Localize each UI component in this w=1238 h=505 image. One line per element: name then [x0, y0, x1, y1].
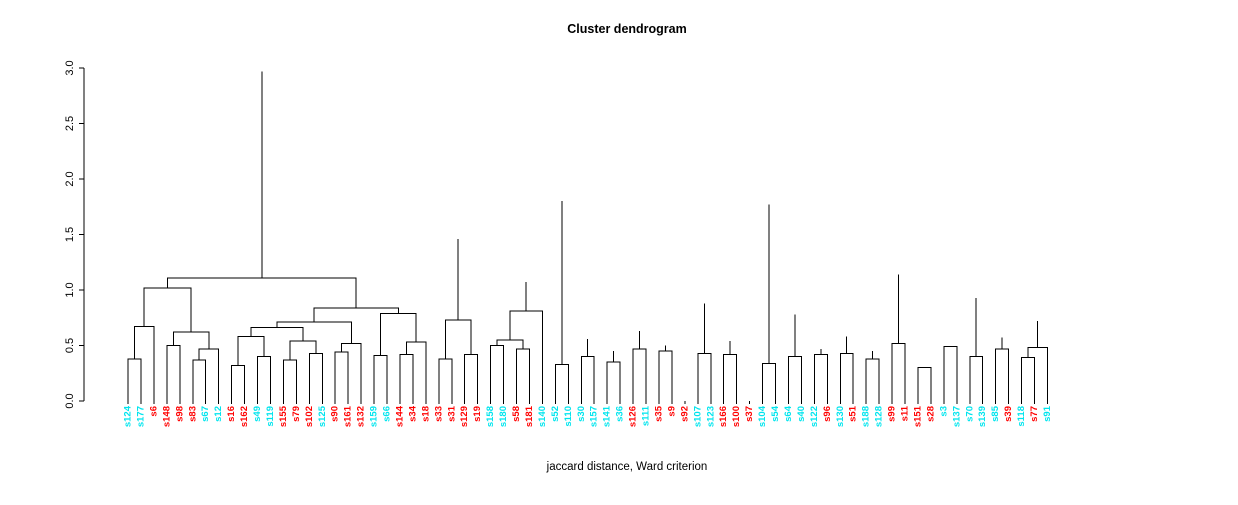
leaf-label-s67[interactable]: s67	[200, 406, 211, 422]
leaf-label-s98[interactable]: s98	[174, 406, 185, 422]
y-axis-tick-label: 2.5	[64, 116, 76, 131]
y-axis: 0.0 0.5 1.0 1.5 2.0 2.5 3.0	[64, 60, 85, 409]
leaf-label-s85[interactable]: s85	[990, 405, 1001, 422]
leaf-label-s77[interactable]: s77	[1029, 406, 1040, 422]
leaf-label-s30[interactable]: s30	[576, 406, 587, 422]
leaf-label-s130[interactable]: s130	[835, 406, 846, 427]
leaf-label-s177[interactable]: s177	[135, 406, 146, 427]
leaf-label-s162[interactable]: s162	[239, 406, 250, 427]
leaf-label-s96[interactable]: s96	[822, 406, 833, 422]
leaf-label-s35[interactable]: s35	[653, 405, 664, 422]
leaf-label-s119[interactable]: s119	[265, 406, 276, 427]
leaf-label-s19[interactable]: s19	[472, 406, 483, 422]
leaf-label-s9[interactable]: s9	[666, 406, 677, 417]
leaf-label-s107[interactable]: s107	[692, 406, 703, 427]
leaf-label-s92[interactable]: s92	[679, 406, 690, 422]
leaf-label-s129[interactable]: s129	[459, 406, 470, 427]
leaf-label-s144[interactable]: s144	[394, 405, 405, 427]
leaf-label-s124[interactable]: s124	[123, 405, 134, 427]
leaf-label-s3[interactable]: s3	[938, 406, 949, 417]
leaf-label-s128[interactable]: s128	[874, 406, 885, 427]
leaf-label-s159[interactable]: s159	[369, 406, 380, 427]
leaf-label-s79[interactable]: s79	[291, 406, 302, 422]
leaf-label-s122[interactable]: s122	[809, 406, 820, 427]
leaf-label-s33[interactable]: s33	[433, 406, 444, 422]
leaf-label-s36[interactable]: s36	[615, 406, 626, 422]
leaf-label-s188[interactable]: s188	[861, 406, 872, 427]
leaf-label-s140[interactable]: s140	[537, 406, 548, 427]
leaf-label-s141[interactable]: s141	[602, 405, 613, 427]
leaf-label-s110[interactable]: s110	[563, 406, 574, 427]
leaf-label-s166[interactable]: s166	[718, 406, 729, 427]
leaf-label-s161[interactable]: s161	[343, 405, 354, 427]
leaf-label-s12[interactable]: s12	[213, 406, 224, 422]
y-axis-tick-label: 0.0	[64, 393, 76, 408]
leaf-label-s125[interactable]: s125	[317, 405, 328, 427]
leaf-label-s148[interactable]: s148	[161, 406, 172, 427]
leaf-label-s90[interactable]: s90	[330, 406, 341, 422]
leaf-label-s180[interactable]: s180	[498, 406, 509, 427]
leaf-label-s104[interactable]: s104	[757, 405, 768, 427]
leaf-label-s49[interactable]: s49	[252, 406, 263, 422]
leaf-label-s91[interactable]: s91	[1042, 405, 1053, 422]
leaf-label-s123[interactable]: s123	[705, 406, 716, 427]
leaf-label-s31[interactable]: s31	[446, 405, 457, 422]
leaf-label-s100[interactable]: s100	[731, 406, 742, 427]
page-title: Cluster dendrogram	[567, 22, 686, 36]
leaf-label-s34[interactable]: s34	[407, 405, 418, 422]
leaf-label-s151[interactable]: s151	[912, 405, 923, 427]
leaf-label-s58[interactable]: s58	[511, 406, 522, 422]
leaf-label-s40[interactable]: s40	[796, 406, 807, 422]
y-axis-tick-label: 2.0	[64, 171, 76, 186]
y-axis-tick-label: 3.0	[64, 60, 76, 75]
dendrogram-links	[0, 71, 1048, 401]
y-axis-tick-label: 1.5	[64, 227, 76, 242]
leaf-label-s111[interactable]: s111	[641, 405, 652, 426]
leaf-label-s155[interactable]: s155	[278, 405, 289, 427]
leaf-label-s126[interactable]: s126	[628, 406, 639, 427]
leaf-label-s157[interactable]: s157	[589, 406, 600, 427]
dendrogram-branch	[943, 346, 958, 401]
leaf-label-s158[interactable]: s158	[485, 406, 496, 427]
leaf-label-s6[interactable]: s6	[148, 406, 159, 417]
leaf-label-s64[interactable]: s64	[783, 405, 794, 422]
y-axis-tick-label: 0.5	[64, 338, 76, 353]
leaf-label-s11[interactable]: s11	[900, 405, 911, 421]
leaf-label-s51[interactable]: s51	[848, 405, 859, 422]
leaf-label-s102[interactable]: s102	[304, 406, 315, 427]
dendrogram-branch	[917, 367, 932, 401]
leaf-label-s52[interactable]: s52	[550, 406, 561, 422]
y-axis-tick-label: 1.0	[64, 282, 76, 297]
leaf-label-s66[interactable]: s66	[382, 406, 393, 422]
leaf-label-s16[interactable]: s16	[226, 406, 237, 422]
leaf-label-s54[interactable]: s54	[770, 405, 781, 422]
leaf-label-s39[interactable]: s39	[1003, 406, 1014, 422]
leaf-label-s118[interactable]: s118	[1016, 406, 1027, 427]
leaf-label-s181[interactable]: s181	[524, 405, 535, 427]
leaf-label-s139[interactable]: s139	[977, 406, 988, 427]
x-axis-caption: jaccard distance, Ward criterion	[546, 461, 708, 473]
leaf-label-s28[interactable]: s28	[925, 406, 936, 422]
leaf-label-s99[interactable]: s99	[887, 406, 898, 422]
leaf-label-s137[interactable]: s137	[951, 406, 962, 427]
leaf-label-s37[interactable]: s37	[744, 406, 755, 422]
leaf-label-s18[interactable]: s18	[420, 406, 431, 422]
leaf-label-s132[interactable]: s132	[356, 406, 367, 427]
leaf-label-s83[interactable]: s83	[187, 406, 198, 422]
leaf-label-s70[interactable]: s70	[964, 406, 975, 422]
